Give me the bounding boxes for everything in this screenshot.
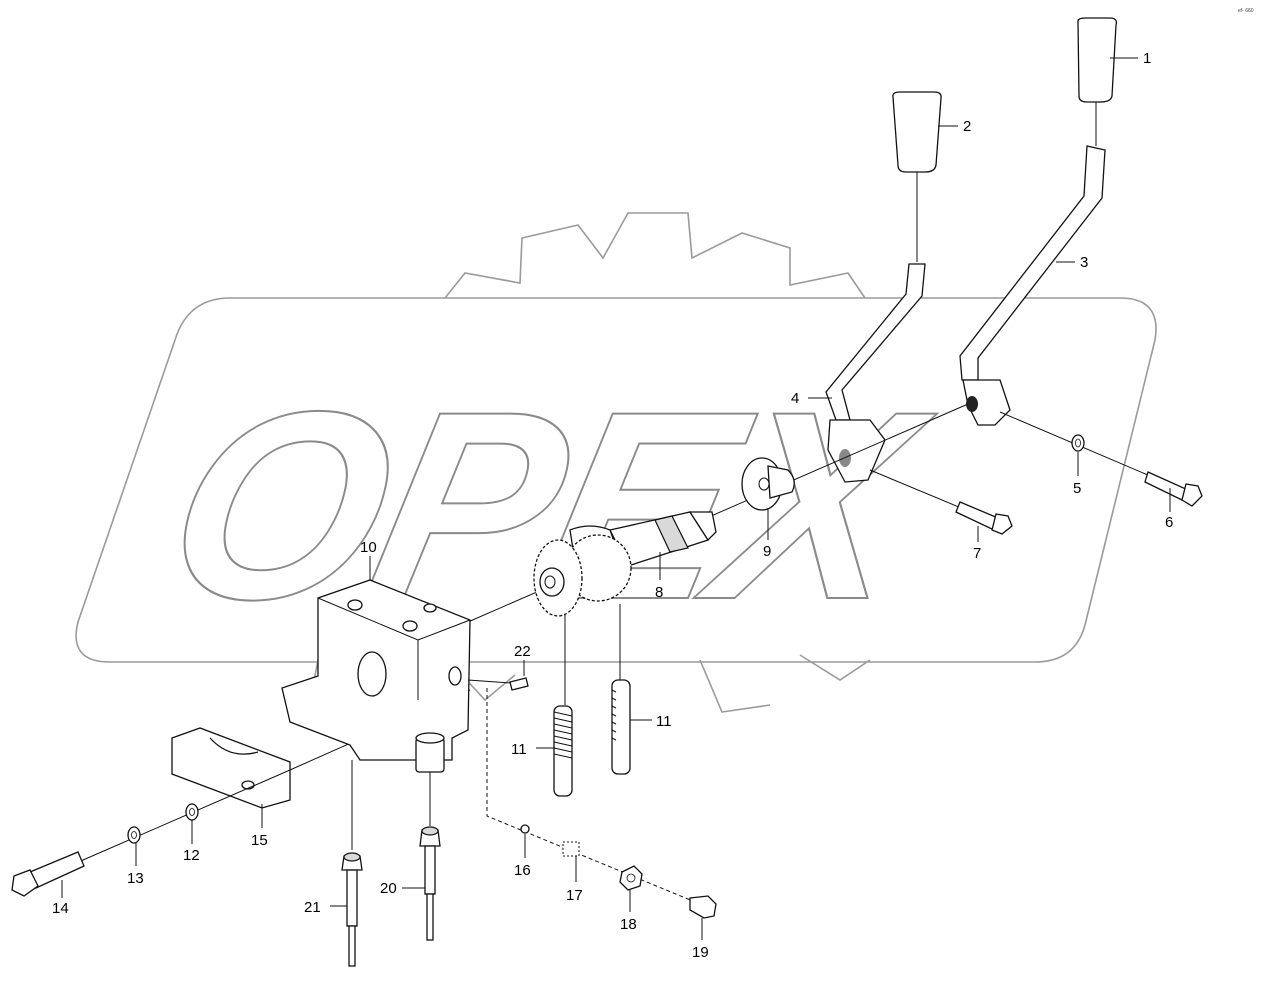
housing-10 <box>281 579 471 773</box>
bolt-7 <box>955 501 1013 535</box>
callout-9: 9 <box>763 543 771 560</box>
callout-1: 1 <box>1143 50 1151 67</box>
shaft-8 <box>533 511 717 617</box>
watermark-gear-outline <box>444 212 866 299</box>
spring-17 <box>562 841 580 857</box>
lever-4-hub <box>827 419 886 483</box>
knob-1 <box>1077 17 1118 103</box>
callout-4: 4 <box>791 390 799 407</box>
bolt-14 <box>11 851 85 897</box>
callout-11-left: 11 <box>511 741 527 758</box>
callout-8: 8 <box>655 584 663 601</box>
callout-13: 13 <box>127 870 144 887</box>
callout-labels: 1 2 3 4 5 6 7 8 9 10 11 11 12 13 14 15 1… <box>52 50 1173 961</box>
callout-19: 19 <box>692 944 709 961</box>
callout-17: 17 <box>566 887 583 904</box>
callout-22: 22 <box>514 643 531 660</box>
spring-11-left <box>553 705 573 797</box>
lever-assembly-right <box>959 17 1118 426</box>
callout-10: 10 <box>360 539 377 556</box>
nut-18 <box>619 865 643 891</box>
washer-13 <box>127 826 141 844</box>
bushing-9 <box>741 457 795 511</box>
corner-code: ef- 660 <box>1238 8 1254 14</box>
callout-14: 14 <box>52 900 69 917</box>
washer-5 <box>1071 434 1085 452</box>
knob-2 <box>892 91 942 173</box>
clamp-bolt-axis <box>59 769 291 871</box>
callout-16: 16 <box>514 862 531 879</box>
callout-12: 12 <box>183 847 200 864</box>
callout-leaders <box>61 57 1171 940</box>
callout-6: 6 <box>1165 514 1173 531</box>
lever-assembly-left <box>825 91 942 483</box>
callout-18: 18 <box>620 916 637 933</box>
callout-7: 7 <box>973 545 981 562</box>
lever-3-bore <box>966 396 978 412</box>
watermark-logo: OPEX <box>75 212 1157 719</box>
callout-5: 5 <box>1073 480 1081 497</box>
watermark-plate <box>75 297 1157 663</box>
ball-16 <box>520 824 530 834</box>
washer-12 <box>185 803 199 821</box>
callout-15: 15 <box>251 832 268 849</box>
callout-20: 20 <box>380 880 397 897</box>
spring-11-right <box>611 679 631 775</box>
callout-2: 2 <box>963 118 971 135</box>
pin-22 <box>509 677 529 691</box>
bolt-6 <box>1144 471 1203 507</box>
callout-3: 3 <box>1080 254 1088 271</box>
callout-11-right: 11 <box>656 713 672 730</box>
pin-21 <box>341 852 363 967</box>
pin-20 <box>419 826 441 941</box>
plug-19 <box>689 895 717 919</box>
callout-21: 21 <box>304 899 321 916</box>
clamp-15 <box>171 727 291 809</box>
